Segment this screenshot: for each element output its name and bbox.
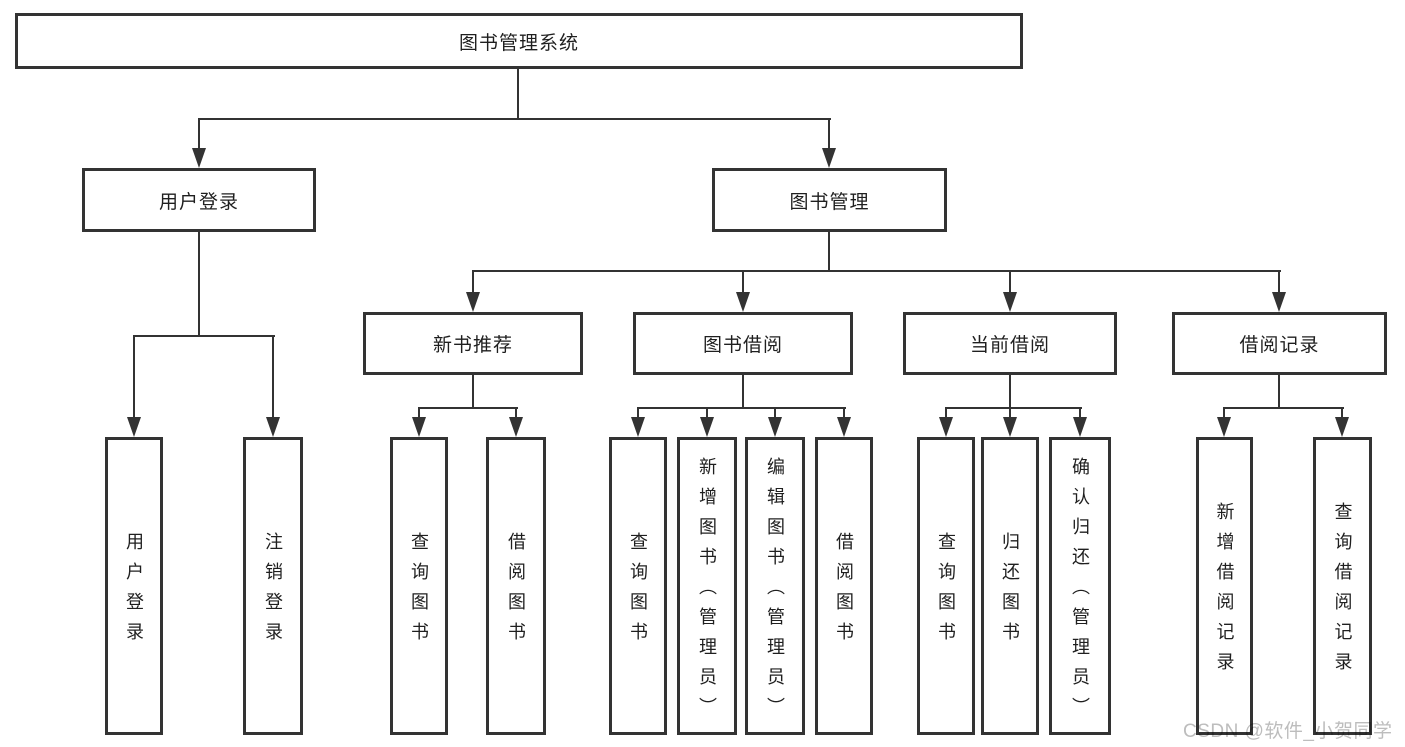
leaf-label: 查询图书 bbox=[936, 532, 956, 652]
leaf-label: 查询图书 bbox=[628, 532, 648, 652]
connector-line bbox=[1278, 270, 1280, 294]
connector-line bbox=[637, 407, 846, 409]
connector-line bbox=[198, 232, 200, 337]
leaf-logout: 注销登录 bbox=[243, 437, 303, 735]
node-book-management: 图书管理 bbox=[712, 168, 947, 232]
leaf-query-books-recommend: 查询图书 bbox=[390, 437, 448, 735]
leaf-confirm-return-admin: 确认归还（管理员） bbox=[1049, 437, 1111, 735]
connector-line bbox=[1009, 270, 1011, 294]
connector-line bbox=[472, 270, 1281, 272]
leaf-label: 查询图书 bbox=[409, 532, 429, 652]
leaf-label: 新增借阅记录 bbox=[1214, 502, 1235, 682]
connector-line bbox=[742, 270, 744, 294]
connector-line bbox=[133, 335, 275, 337]
arrowhead-icon bbox=[266, 417, 280, 437]
leaf-edit-book-admin: 编辑图书（管理员） bbox=[745, 437, 805, 735]
arrowhead-icon bbox=[1217, 417, 1231, 437]
arrowhead-icon bbox=[939, 417, 953, 437]
connector-line bbox=[472, 375, 474, 409]
connector-line bbox=[637, 407, 639, 419]
leaf-label: 归还图书 bbox=[1000, 532, 1020, 652]
connector-line bbox=[1223, 407, 1225, 419]
connector-line bbox=[133, 335, 135, 419]
connector-line bbox=[774, 407, 776, 419]
arrowhead-icon bbox=[127, 417, 141, 437]
leaf-label: 查询借阅记录 bbox=[1332, 502, 1353, 682]
node-new-book-recommend: 新书推荐 bbox=[363, 312, 583, 375]
arrowhead-icon bbox=[736, 292, 750, 312]
connector-line bbox=[1079, 407, 1081, 419]
connector-line bbox=[418, 407, 518, 409]
connector-line bbox=[1341, 407, 1343, 419]
connector-line bbox=[472, 270, 474, 294]
leaf-return-book: 归还图书 bbox=[981, 437, 1039, 735]
node-borrow-records: 借阅记录 bbox=[1172, 312, 1387, 375]
leaf-add-book-admin: 新增图书（管理员） bbox=[677, 437, 737, 735]
leaf-borrow-books: 借阅图书 bbox=[815, 437, 873, 735]
arrowhead-icon bbox=[837, 417, 851, 437]
arrowhead-icon bbox=[1272, 292, 1286, 312]
node-library-system: 图书管理系统 bbox=[15, 13, 1023, 69]
leaf-label: 注销登录 bbox=[263, 532, 283, 652]
connector-line bbox=[1223, 407, 1344, 409]
node-book-borrow: 图书借阅 bbox=[633, 312, 853, 375]
leaf-query-borrow-record: 查询借阅记录 bbox=[1313, 437, 1372, 735]
connector-line bbox=[517, 69, 519, 120]
leaf-label: 编辑图书（管理员） bbox=[765, 457, 785, 727]
arrowhead-icon bbox=[412, 417, 426, 437]
arrowhead-icon bbox=[822, 148, 836, 168]
connector-line bbox=[1009, 407, 1011, 419]
connector-line bbox=[742, 375, 744, 409]
connector-line bbox=[828, 232, 830, 272]
connector-line bbox=[945, 407, 1082, 409]
leaf-label: 用户登录 bbox=[124, 532, 144, 652]
arrowhead-icon bbox=[1335, 417, 1349, 437]
arrowhead-icon bbox=[192, 148, 206, 168]
leaf-label: 借阅图书 bbox=[834, 532, 854, 652]
csdn-watermark: CSDN @软件_小贺同学 bbox=[1183, 721, 1393, 742]
connector-line bbox=[945, 407, 947, 419]
connector-line bbox=[418, 407, 420, 419]
connector-line bbox=[198, 118, 200, 149]
leaf-add-borrow-record: 新增借阅记录 bbox=[1196, 437, 1253, 735]
connector-line bbox=[706, 407, 708, 419]
leaf-label: 新增图书（管理员） bbox=[697, 457, 717, 727]
connector-line bbox=[272, 335, 274, 419]
arrowhead-icon bbox=[509, 417, 523, 437]
leaf-label: 借阅图书 bbox=[506, 532, 526, 652]
connector-line bbox=[828, 118, 830, 149]
arrowhead-icon bbox=[768, 417, 782, 437]
connector-line bbox=[1278, 375, 1280, 409]
leaf-borrow-books-recommend: 借阅图书 bbox=[486, 437, 546, 735]
arrowhead-icon bbox=[466, 292, 480, 312]
connector-line bbox=[198, 118, 831, 120]
node-current-borrow: 当前借阅 bbox=[903, 312, 1117, 375]
connector-line bbox=[843, 407, 845, 419]
arrowhead-icon bbox=[1003, 292, 1017, 312]
leaf-user-login: 用户登录 bbox=[105, 437, 163, 735]
leaf-label: 确认归还（管理员） bbox=[1070, 457, 1090, 727]
arrowhead-icon bbox=[1073, 417, 1087, 437]
connector-line bbox=[1009, 375, 1011, 409]
connector-line bbox=[515, 407, 517, 419]
arrowhead-icon bbox=[700, 417, 714, 437]
arrowhead-icon bbox=[631, 417, 645, 437]
node-user-login: 用户登录 bbox=[82, 168, 316, 232]
leaf-query-books-borrow: 查询图书 bbox=[609, 437, 667, 735]
arrowhead-icon bbox=[1003, 417, 1017, 437]
leaf-query-books-current: 查询图书 bbox=[917, 437, 975, 735]
